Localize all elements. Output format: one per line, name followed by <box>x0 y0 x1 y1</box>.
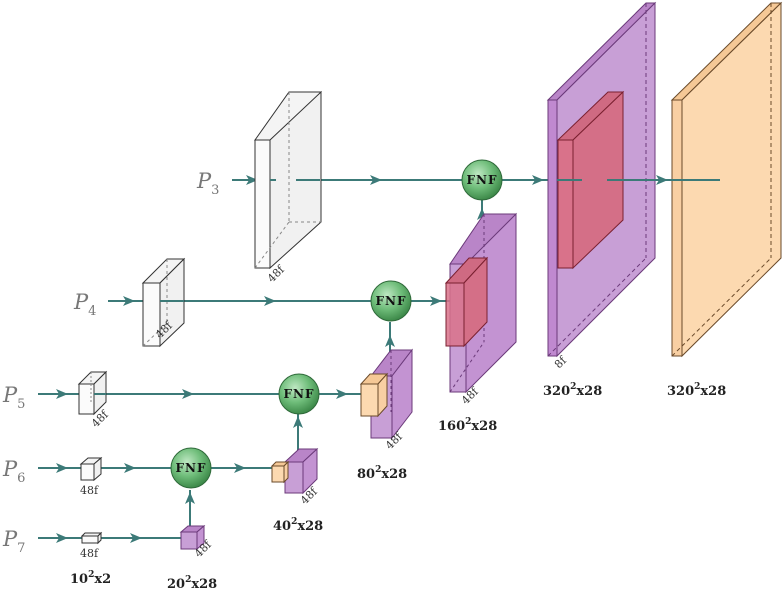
arrow-icon <box>56 463 68 473</box>
arrow-icon <box>385 335 395 347</box>
dim-label-out80: 802x28 <box>357 465 407 482</box>
dim-label-out160: 1602x28 <box>438 417 497 434</box>
final-output-box <box>670 1 783 358</box>
p3-feature-box <box>254 90 322 270</box>
input-label-p4: P4 <box>73 290 96 319</box>
up320-red-box <box>556 90 625 270</box>
arrow-icon <box>336 389 348 399</box>
input-label-p6: P6 <box>2 457 25 486</box>
p7-feature-box <box>80 531 103 545</box>
fnf-node-p5: FNF <box>278 373 320 415</box>
arrow-icon <box>185 492 195 504</box>
up80-orange-box <box>359 372 389 418</box>
arrow-icon <box>430 296 442 306</box>
arrow-icon <box>56 533 68 543</box>
arrow-icon <box>123 296 135 306</box>
arrow-icon <box>182 389 194 399</box>
up40-orange-box <box>270 460 290 484</box>
fnf-label: FNF <box>175 461 206 475</box>
arrow-icon <box>370 175 382 185</box>
fnf-label: FNF <box>375 294 406 308</box>
p4-feature-box <box>141 257 186 348</box>
arrow-icon <box>293 416 303 428</box>
arrow-icon <box>124 463 136 473</box>
fnf-label: FNF <box>283 387 314 401</box>
overlay-connections <box>94 179 720 395</box>
dim-label-p7: 102x2 <box>70 570 111 587</box>
arrow-icon <box>234 463 246 473</box>
input-label-p5: P5 <box>2 383 25 412</box>
arrow-icon <box>56 389 68 399</box>
out40-feature-box <box>283 447 319 495</box>
out20-feature-box <box>179 524 206 551</box>
arrow-icon <box>264 296 276 306</box>
p6-feature-box <box>79 456 103 482</box>
filter-label-p7: 48f <box>80 547 99 560</box>
fnf-node-p6: FNF <box>170 447 212 489</box>
arrow-icon <box>246 175 258 185</box>
arrow-icon <box>532 175 544 185</box>
up160-red-box <box>444 256 489 348</box>
dim-label-out40: 402x28 <box>273 517 323 534</box>
arrowheads <box>56 175 668 543</box>
arrow-icon <box>130 533 142 543</box>
fnf-label: FNF <box>466 173 497 187</box>
filter-label-p6: 48f <box>80 484 99 497</box>
dim-label-out320: 3202x28 <box>543 382 602 399</box>
fnf-node-p3: FNF <box>461 159 503 201</box>
dim-label-out20: 202x28 <box>167 575 217 592</box>
input-label-p3: P3 <box>196 169 219 198</box>
fnf-node-p4: FNF <box>370 280 412 322</box>
p5-feature-box <box>77 370 108 416</box>
input-label-p7: P7 <box>2 527 25 556</box>
dim-label-final: 3202x28 <box>667 382 726 399</box>
